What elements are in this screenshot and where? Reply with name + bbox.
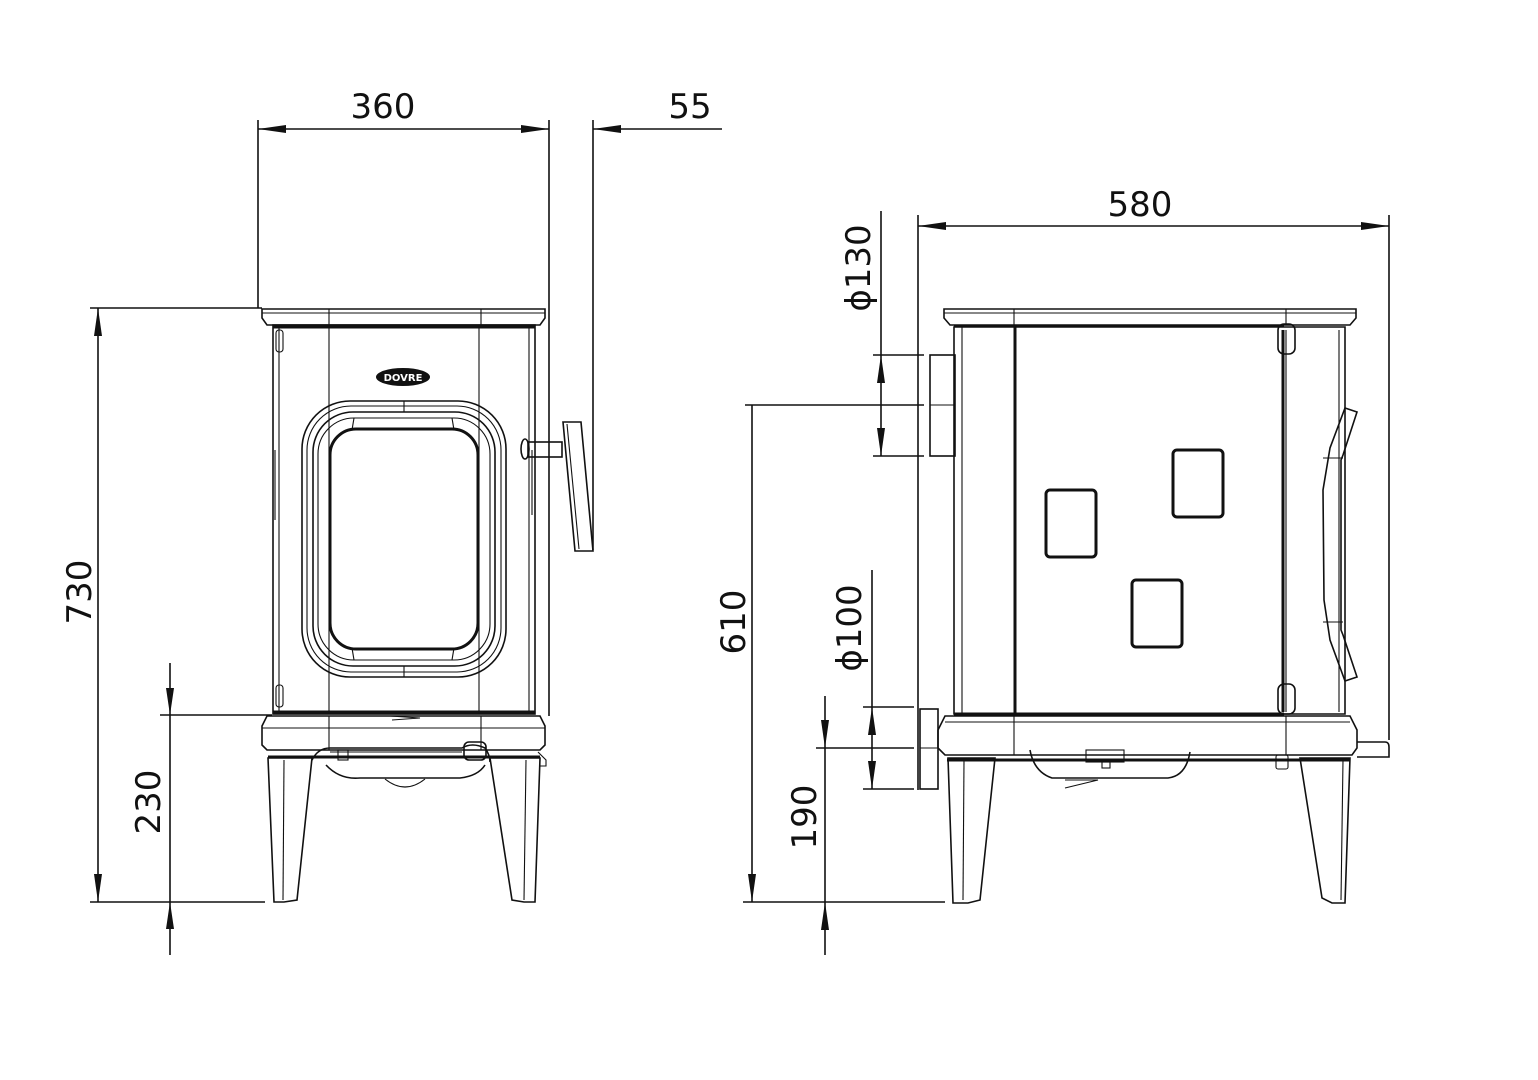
dim-depth-580: 580 xyxy=(1108,185,1173,225)
brand-badge: DOVRE xyxy=(376,368,430,386)
side-handle xyxy=(1322,406,1359,683)
dimensions-front: 360 55 730 230 xyxy=(60,87,722,955)
dimensions-side: 580 ϕ130 610 ϕ100 190 xyxy=(714,185,1390,955)
front-view: DOVRE xyxy=(261,308,594,903)
dim-height-610: 610 xyxy=(714,590,754,655)
side-windows xyxy=(1044,448,1225,649)
dim-height-730: 730 xyxy=(60,560,100,625)
svg-text:DOVRE: DOVRE xyxy=(384,373,423,384)
dim-inlet-diameter-100: ϕ100 xyxy=(830,584,870,671)
dim-height-190: 190 xyxy=(785,785,825,850)
front-legs xyxy=(267,757,541,903)
dim-height-230: 230 xyxy=(129,770,169,835)
dim-handle-55: 55 xyxy=(668,87,711,127)
door-window xyxy=(301,400,507,678)
dim-width-360: 360 xyxy=(351,87,416,127)
side-view xyxy=(919,308,1390,904)
side-legs xyxy=(947,757,1351,904)
dim-flue-diameter-130: ϕ130 xyxy=(839,224,879,311)
door-handle xyxy=(520,421,594,552)
